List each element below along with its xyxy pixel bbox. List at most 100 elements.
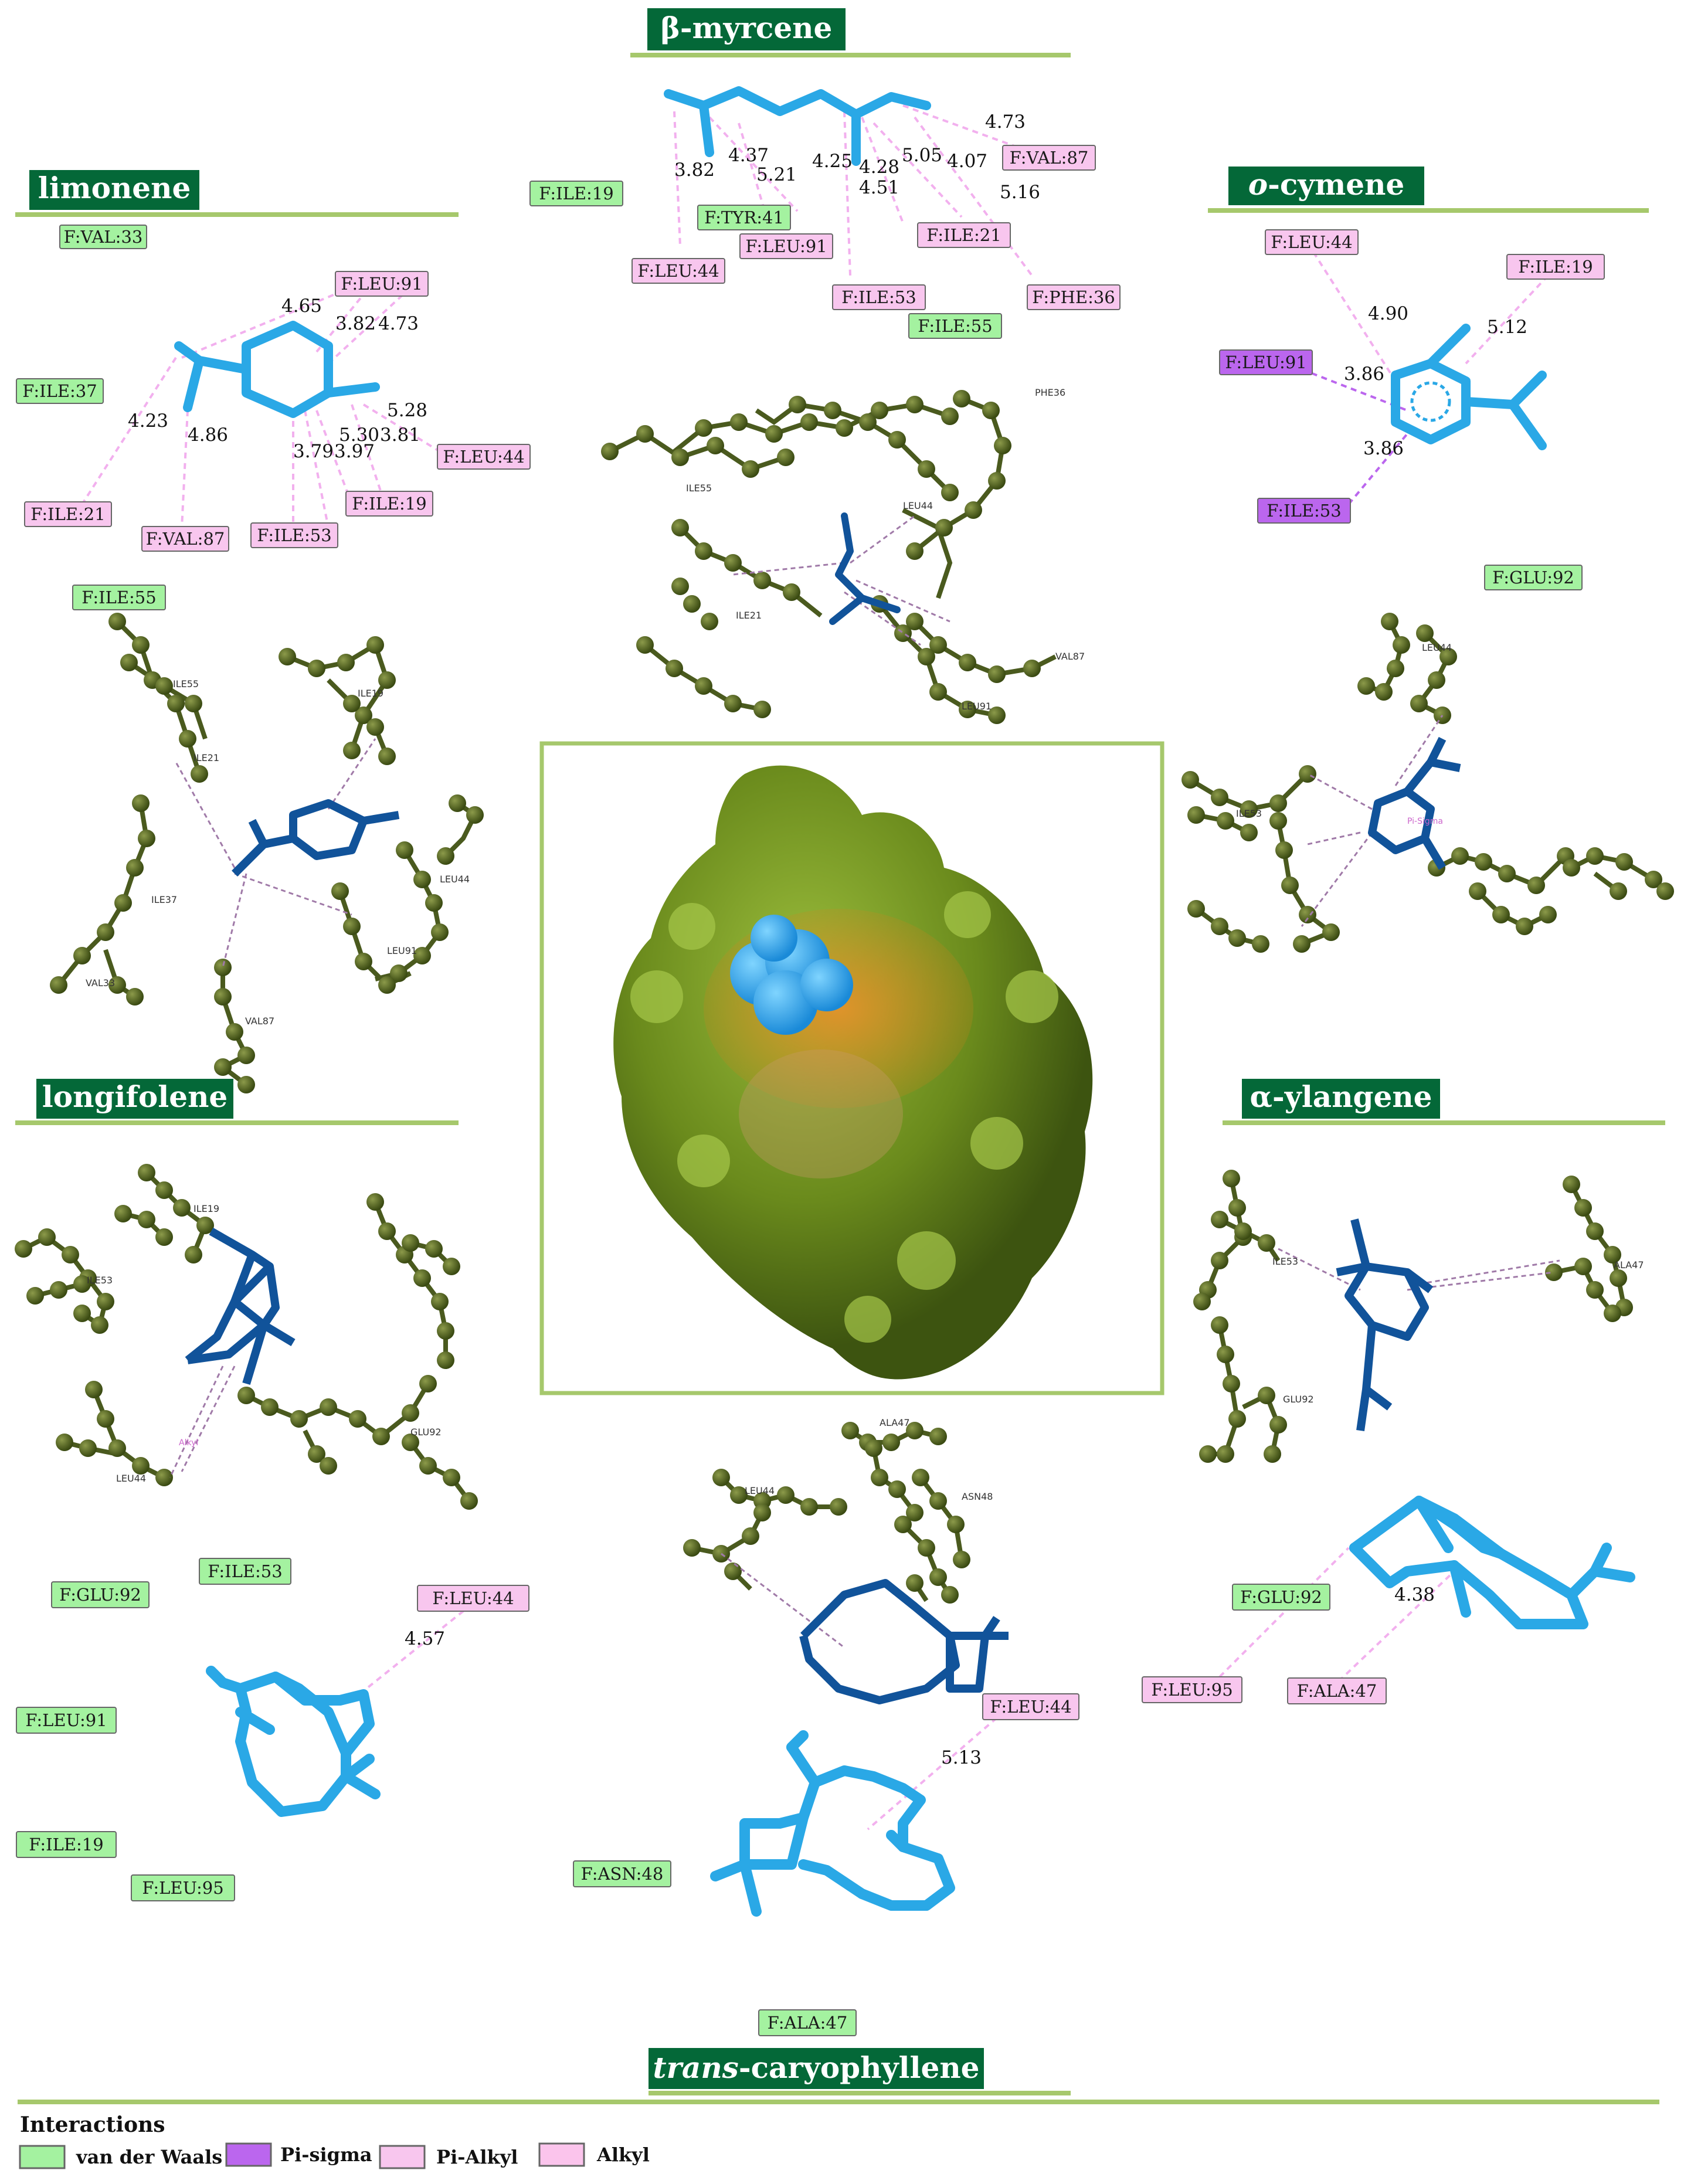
label-ylangene-ala47: F:ALA:47	[1297, 1681, 1377, 1701]
label-limonene-ile19: F:ILE:19	[352, 494, 426, 514]
title-caryophyllene: trans-caryophyllene	[18, 2048, 1659, 2104]
label-myrcene-phe36: F:PHE:36	[1032, 287, 1115, 307]
svg-text:Pi-Alkyl: Pi-Alkyl	[436, 2146, 518, 2168]
res3d-ylangene-glu92: GLU92	[1283, 1394, 1314, 1405]
svg-text:trans-caryophyllene: trans-caryophyllene	[653, 2050, 979, 2085]
label-caryophyllene-leu44: F:LEU:44	[990, 1697, 1071, 1717]
caryophyllene-dist-1: 5.13	[941, 1747, 982, 1768]
res3d-ocymene-leu44: LEU44	[1422, 642, 1452, 653]
label-caryophyllene-asn48: F:ASN:48	[581, 1864, 664, 1884]
label-limonene-val87: F:VAL:87	[146, 529, 225, 549]
svg-text:Alkyl: Alkyl	[596, 2144, 650, 2166]
myrcene-dist-4: 5.21	[756, 164, 797, 185]
ylangene-residue-labels: F:GLU:92 F:LEU:95 F:ALA:47	[1142, 1584, 1387, 1704]
caryophyllene-2d-diagram: 5.13 F:LEU:44 F:ASN:48 F:ALA:47	[573, 1693, 1079, 2036]
longifolene-residue-labels: F:GLU:92 F:ILE:53 F:LEU:44 F:LEU:91 F:IL…	[16, 1558, 529, 1901]
limonene-2d-diagram: 4.65 3.82 4.73 4.23 4.86 5.28 5.30 3.81 …	[16, 225, 531, 610]
res3d-ile21: ILE21	[736, 610, 762, 621]
protein-surface-panel	[539, 741, 1164, 1395]
title-myrcene-name: myrcene	[692, 11, 833, 45]
longifolene-3d-diagram: ILE19 ILE53 GLU92 LEU44 Alkyl	[15, 1164, 478, 1510]
title-limonene: limonene	[15, 170, 459, 217]
legend-item-pi-alkyl: Pi-Alkyl	[379, 2145, 518, 2169]
res3d-limonene-ile55: ILE55	[173, 678, 199, 689]
limonene-dist-1: 4.65	[281, 295, 322, 317]
label-longifolene-ile19: F:ILE:19	[29, 1835, 103, 1854]
ylangene-3d-diagram: ILE53 ALA47 GLU92	[1193, 1170, 1644, 1463]
label-ylangene-leu95: F:LEU:95	[1151, 1680, 1233, 1700]
res3d-longifolene-ile19: ILE19	[193, 1203, 219, 1214]
label-longifolene-leu44: F:LEU:44	[432, 1588, 514, 1608]
res3d-phe36: PHE36	[1035, 387, 1065, 398]
res3d-caryophyllene-ala47: ALA47	[880, 1417, 910, 1428]
caryophyllene-residue-labels: F:LEU:44 F:ASN:48 F:ALA:47	[573, 1693, 1079, 2036]
label-ocymene-glu92: F:GLU:92	[1492, 568, 1574, 587]
limonene-dist-3: 4.73	[378, 313, 419, 334]
title-ocymene: o-cymene	[1208, 167, 1649, 213]
label-limonene-leu91: F:LEU:91	[341, 274, 422, 294]
label-limonene-val33: F:VAL:33	[64, 227, 143, 247]
title-ylangene-text: α-ylangene	[1250, 1079, 1432, 1114]
label-myrcene-ile19: F:ILE:19	[539, 184, 613, 203]
myrcene-dist-9: 4.51	[859, 177, 899, 198]
myrcene-dist-5: 4.25	[812, 151, 853, 172]
title-myrcene: β-myrcene	[630, 8, 1071, 57]
title-longifolene-text: longifolene	[42, 1079, 228, 1114]
title-caryophyllene-prefix: trans	[653, 2050, 738, 2085]
label-ocymene-leu44: F:LEU:44	[1271, 232, 1352, 252]
ylangene-2d-diagram: 4.57 4.38 F:GLU:92 F:LEU:95 F:ALA:47	[1142, 1496, 1635, 1704]
ocymene-3d-diagram: LEU44 ILE53 Pi-Sigma	[1181, 613, 1674, 953]
legend-item-alkyl: Alkyl	[538, 2142, 650, 2167]
label-ylangene-glu92: F:GLU:92	[1240, 1587, 1322, 1607]
myrcene-dist-7: 5.05	[902, 145, 942, 166]
label-ocymene-ile19: F:ILE:19	[1518, 257, 1593, 277]
title-limonene-text: limonene	[38, 171, 191, 205]
ocymene-dist-4: 3.86	[1363, 438, 1404, 459]
limonene-3d-diagram: ILE55 ILE21 ILE19 LEU44 ILE37 LEU91 VAL3…	[50, 613, 484, 1093]
svg-text:Pi-sigma: Pi-sigma	[280, 2144, 372, 2166]
caryophyllene-3d-diagram: ALA47 LEU44 ASN48	[683, 1417, 1009, 1704]
label-myrcene-tyr41: F:TYR:41	[704, 208, 784, 227]
res3d-limonene-ile19: ILE19	[358, 688, 383, 699]
label-myrcene-leu44: F:LEU:44	[637, 261, 719, 281]
myrcene-dist-3: 3.82	[674, 159, 715, 181]
myrcene-residue-labels: F:ILE:19 F:TYR:41 F:LEU:44 F:LEU:91 F:IL…	[529, 145, 1121, 339]
res3d-limonene-val87: VAL87	[245, 1015, 274, 1027]
title-caryophyllene-name: -caryophyllene	[739, 2050, 980, 2085]
legend-item-vdw: van der Waals	[19, 2145, 222, 2169]
res3d-limonene-leu91: LEU91	[387, 945, 417, 956]
ocymene-pisigma-tag: Pi-Sigma	[1407, 817, 1443, 826]
res3d-caryophyllene-asn48: ASN48	[962, 1491, 993, 1502]
label-caryophyllene-ala47: F:ALA:47	[768, 2013, 848, 2033]
label-ocymene-leu91: F:LEU:91	[1225, 352, 1306, 372]
label-myrcene-ile53: F:ILE:53	[841, 287, 916, 307]
label-longifolene-ile53: F:ILE:53	[208, 1561, 282, 1581]
limonene-dist-2: 3.82	[335, 313, 376, 334]
limonene-dist-10: 3.97	[334, 441, 375, 462]
ocymene-dist-2: 5.12	[1487, 317, 1527, 338]
ocymene-residue-labels: F:LEU:44 F:ILE:19 F:LEU:91 F:ILE:53 F:GL…	[1219, 229, 1605, 590]
legend-heading: Interactions	[20, 2112, 165, 2137]
protein-surface	[613, 765, 1093, 1380]
label-longifolene-glu92: F:GLU:92	[59, 1585, 141, 1605]
label-myrcene-leu91: F:LEU:91	[745, 236, 827, 256]
res3d-caryophyllene-leu44: LEU44	[745, 1485, 775, 1496]
limonene-dist-7: 5.30	[339, 424, 379, 446]
label-longifolene-leu95: F:LEU:95	[142, 1878, 223, 1898]
label-ocymene-ile53: F:ILE:53	[1267, 501, 1341, 521]
title-ylangene: α-ylangene	[1223, 1079, 1665, 1125]
res3d-val87: VAL87	[1055, 651, 1085, 662]
legend: Interactions van der Waals Pi-sigma Pi-A…	[19, 2112, 650, 2169]
longifolene-2d-diagram: 4.57 F:GLU:92 F:ILE:53 F:LEU:44 F:LEU:91…	[16, 1558, 529, 1901]
svg-text:β-myrcene: β-myrcene	[661, 11, 833, 45]
title-longifolene: longifolene	[15, 1079, 459, 1125]
res3d-ylangene-ile53: ILE53	[1272, 1256, 1298, 1267]
svg-text:o-cymene: o-cymene	[1248, 167, 1405, 202]
res3d-limonene-ile21: ILE21	[193, 752, 219, 763]
longifolene-dist-1: 4.57	[405, 1628, 445, 1649]
res3d-leu91: LEU91	[962, 701, 992, 712]
limonene-residue-labels: F:VAL:33 F:ILE:37 F:LEU:91 F:LEU:44 F:IL…	[16, 225, 531, 610]
label-myrcene-ile21: F:ILE:21	[926, 225, 1001, 245]
res3d-longifolene-ile53: ILE53	[87, 1275, 113, 1286]
res3d-ile55: ILE55	[686, 483, 712, 494]
